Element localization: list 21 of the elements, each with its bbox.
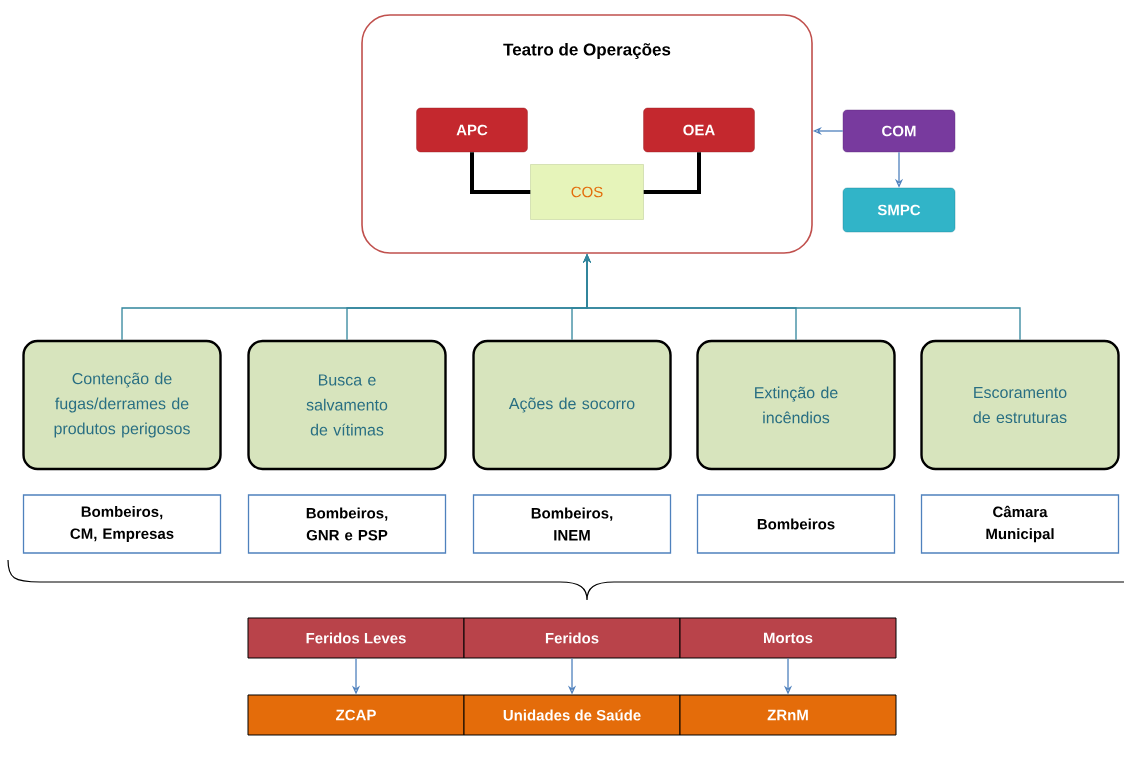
role-box: SMPC — [842, 187, 956, 233]
role-box: OEA — [643, 107, 755, 153]
action-box: Escoramento de estruturas — [920, 339, 1120, 471]
agency-box: Bombeiros, GNR e PSP — [247, 494, 447, 554]
table-cell: Unidades de Saúde — [463, 694, 681, 736]
agency-box: Câmara Municipal — [920, 494, 1120, 554]
table-cell: Feridos Leves — [247, 617, 465, 659]
agency-box: Bombeiros — [696, 494, 896, 554]
table-cell: ZCAP — [247, 694, 465, 736]
table-cell: Feridos — [463, 617, 681, 659]
role-box: APC — [416, 107, 528, 153]
action-box: Ações de socorro — [472, 339, 672, 471]
table-cell: Mortos — [679, 617, 897, 659]
action-box: Busca e salvamento de vítimas — [247, 339, 447, 471]
table-cell: ZRnM — [679, 694, 897, 736]
action-box: Contenção de fugas/derrames de produtos perigosos — [22, 339, 222, 471]
command-box: COS — [530, 164, 644, 220]
role-box: COM — [842, 109, 956, 153]
agency-box: Bombeiros, INEM — [472, 494, 672, 554]
agency-box: Bombeiros, CM, Empresas — [22, 494, 222, 554]
action-box: Extinção de incêndios — [696, 339, 896, 471]
